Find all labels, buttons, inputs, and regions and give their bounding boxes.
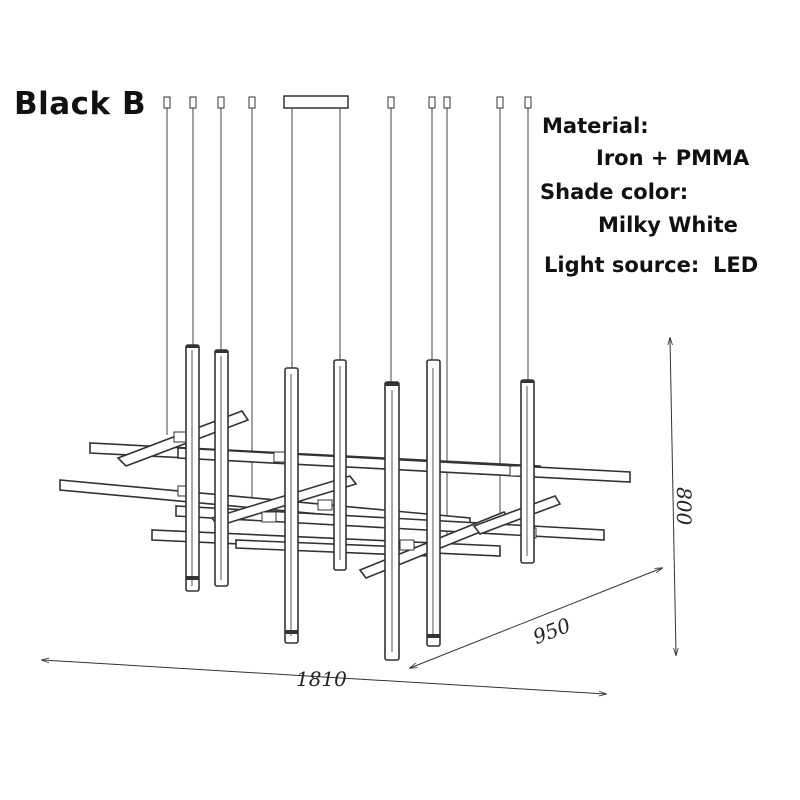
suspension-cables [166,108,529,540]
ceiling-canopy [283,95,349,109]
width-dimension-line [42,660,606,694]
material-label: Material: [542,114,649,138]
height-dimension-label: 800 [672,487,696,525]
shade-color-label: Shade color: [540,180,689,204]
light-source-value: LED [713,253,759,277]
shade-color-value: Milky White [598,213,738,237]
material-value: Iron + PMMA [596,146,750,170]
height-dimension-line [670,338,676,655]
product-title: Black B [14,86,147,122]
vertical-tube-caps [186,345,534,638]
vertical-tube-inner-lines [191,350,528,652]
cable-clips [163,96,532,109]
width-dimension-label: 1810 [296,667,347,691]
light-source-label: Light source: [544,253,700,277]
depth-dimension-line [410,568,662,668]
